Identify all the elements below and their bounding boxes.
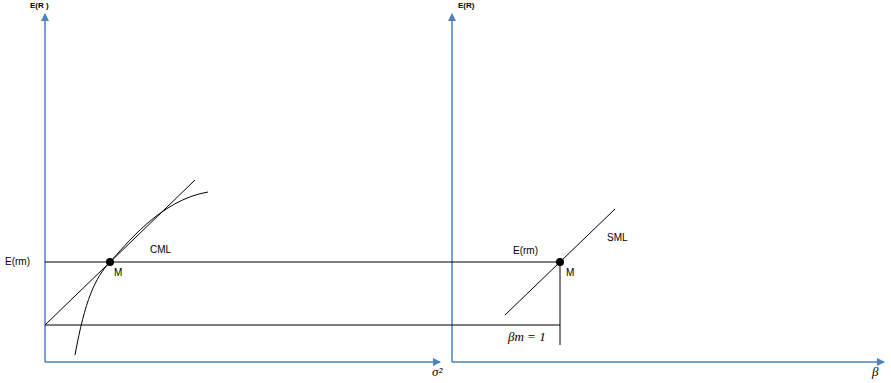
point-label: M — [114, 267, 122, 278]
line-label: CML — [150, 244, 171, 255]
beta-drop-line — [560, 262, 561, 345]
cml-line — [45, 180, 195, 325]
axis-title: β — [872, 365, 878, 379]
axis-title: σ² — [432, 365, 442, 379]
line-label: SML — [607, 232, 628, 243]
efficient-frontier — [75, 192, 208, 355]
risk-free-line — [45, 325, 560, 326]
axis-value: E(rm) — [512, 245, 539, 256]
x-axis — [45, 361, 440, 363]
y-axis — [44, 14, 46, 362]
axis-value: E(rm) — [5, 256, 30, 267]
beta-label: βm = 1 — [508, 330, 546, 344]
market-point — [556, 258, 564, 266]
x-axis — [452, 361, 884, 363]
market-point — [106, 258, 114, 266]
market-return-line — [45, 262, 560, 263]
axis-label: E(R) — [458, 2, 474, 11]
y-axis — [451, 14, 453, 362]
point-label: M — [566, 267, 574, 278]
axis-label: E(R ) — [30, 2, 49, 11]
